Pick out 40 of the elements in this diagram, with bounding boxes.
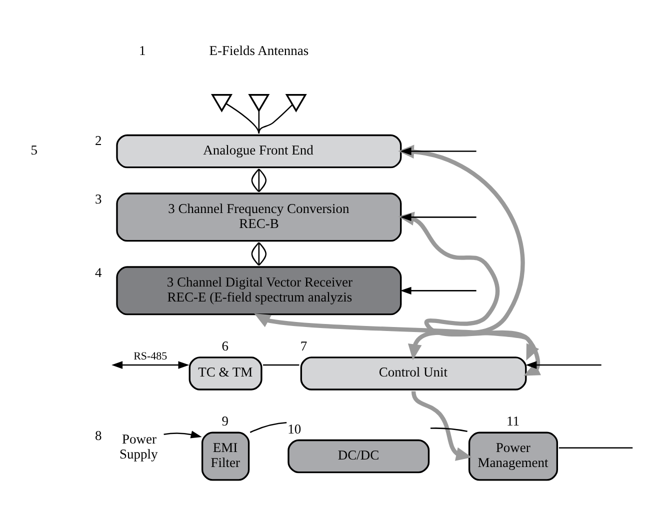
label: 1 (138, 42, 146, 58)
node-label: 7 (300, 338, 308, 353)
connector (258, 242, 267, 266)
label: E-Fields Antennas (209, 42, 309, 58)
node-label: 8 (95, 428, 102, 443)
arrow (398, 144, 525, 360)
arrow (398, 211, 540, 360)
node-label: 11 (506, 413, 520, 428)
arrow (400, 286, 476, 294)
node-antenna (248, 94, 270, 112)
connector (258, 168, 260, 192)
label: 5 (30, 142, 38, 157)
node-text: Power Supply (120, 430, 158, 462)
connector (226, 102, 260, 134)
connector (251, 168, 260, 192)
arrow (398, 211, 476, 225)
node-antenna (285, 94, 307, 112)
arrow (524, 360, 602, 376)
node-label: 10 (288, 420, 302, 436)
node-label: 9 (222, 413, 228, 428)
connector (258, 104, 293, 134)
node-label: 3 (95, 190, 102, 206)
arrow (112, 360, 190, 368)
connector (263, 364, 300, 366)
arrow (411, 390, 472, 460)
node-label: 6 (222, 338, 228, 353)
edge-label: RS-485 (134, 350, 168, 362)
connector (558, 446, 633, 448)
connector (258, 110, 260, 134)
connector (250, 422, 287, 432)
arrow (398, 144, 476, 158)
arrow (164, 430, 202, 438)
arrow (254, 313, 541, 376)
node-label: 4 (95, 264, 102, 280)
node-antenna (210, 94, 233, 112)
connector (430, 427, 468, 432)
connector (258, 242, 260, 265)
connector (258, 168, 267, 192)
node-label: 2 (95, 132, 102, 148)
connector (251, 242, 260, 266)
